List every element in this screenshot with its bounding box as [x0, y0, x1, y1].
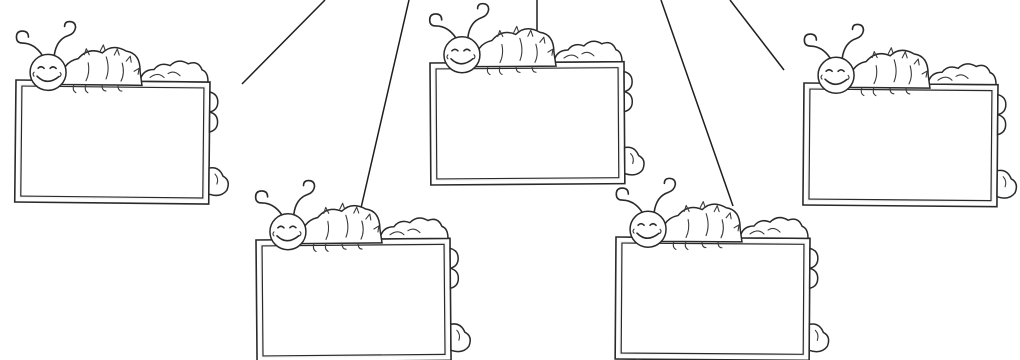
connector-line [661, 0, 733, 206]
caterpillar-frame [15, 21, 230, 204]
picture-frame [256, 238, 470, 360]
caterpillar-frame [615, 178, 830, 360]
picture-frame [430, 62, 644, 185]
connector-line [361, 0, 409, 208]
caterpillar-frame [803, 24, 1018, 207]
picture-frame [803, 83, 1017, 207]
connector-line [730, 0, 784, 70]
picture-frame [615, 237, 829, 360]
caterpillar-frame [255, 179, 470, 360]
connector-line [242, 0, 325, 84]
picture-frame [15, 80, 230, 204]
